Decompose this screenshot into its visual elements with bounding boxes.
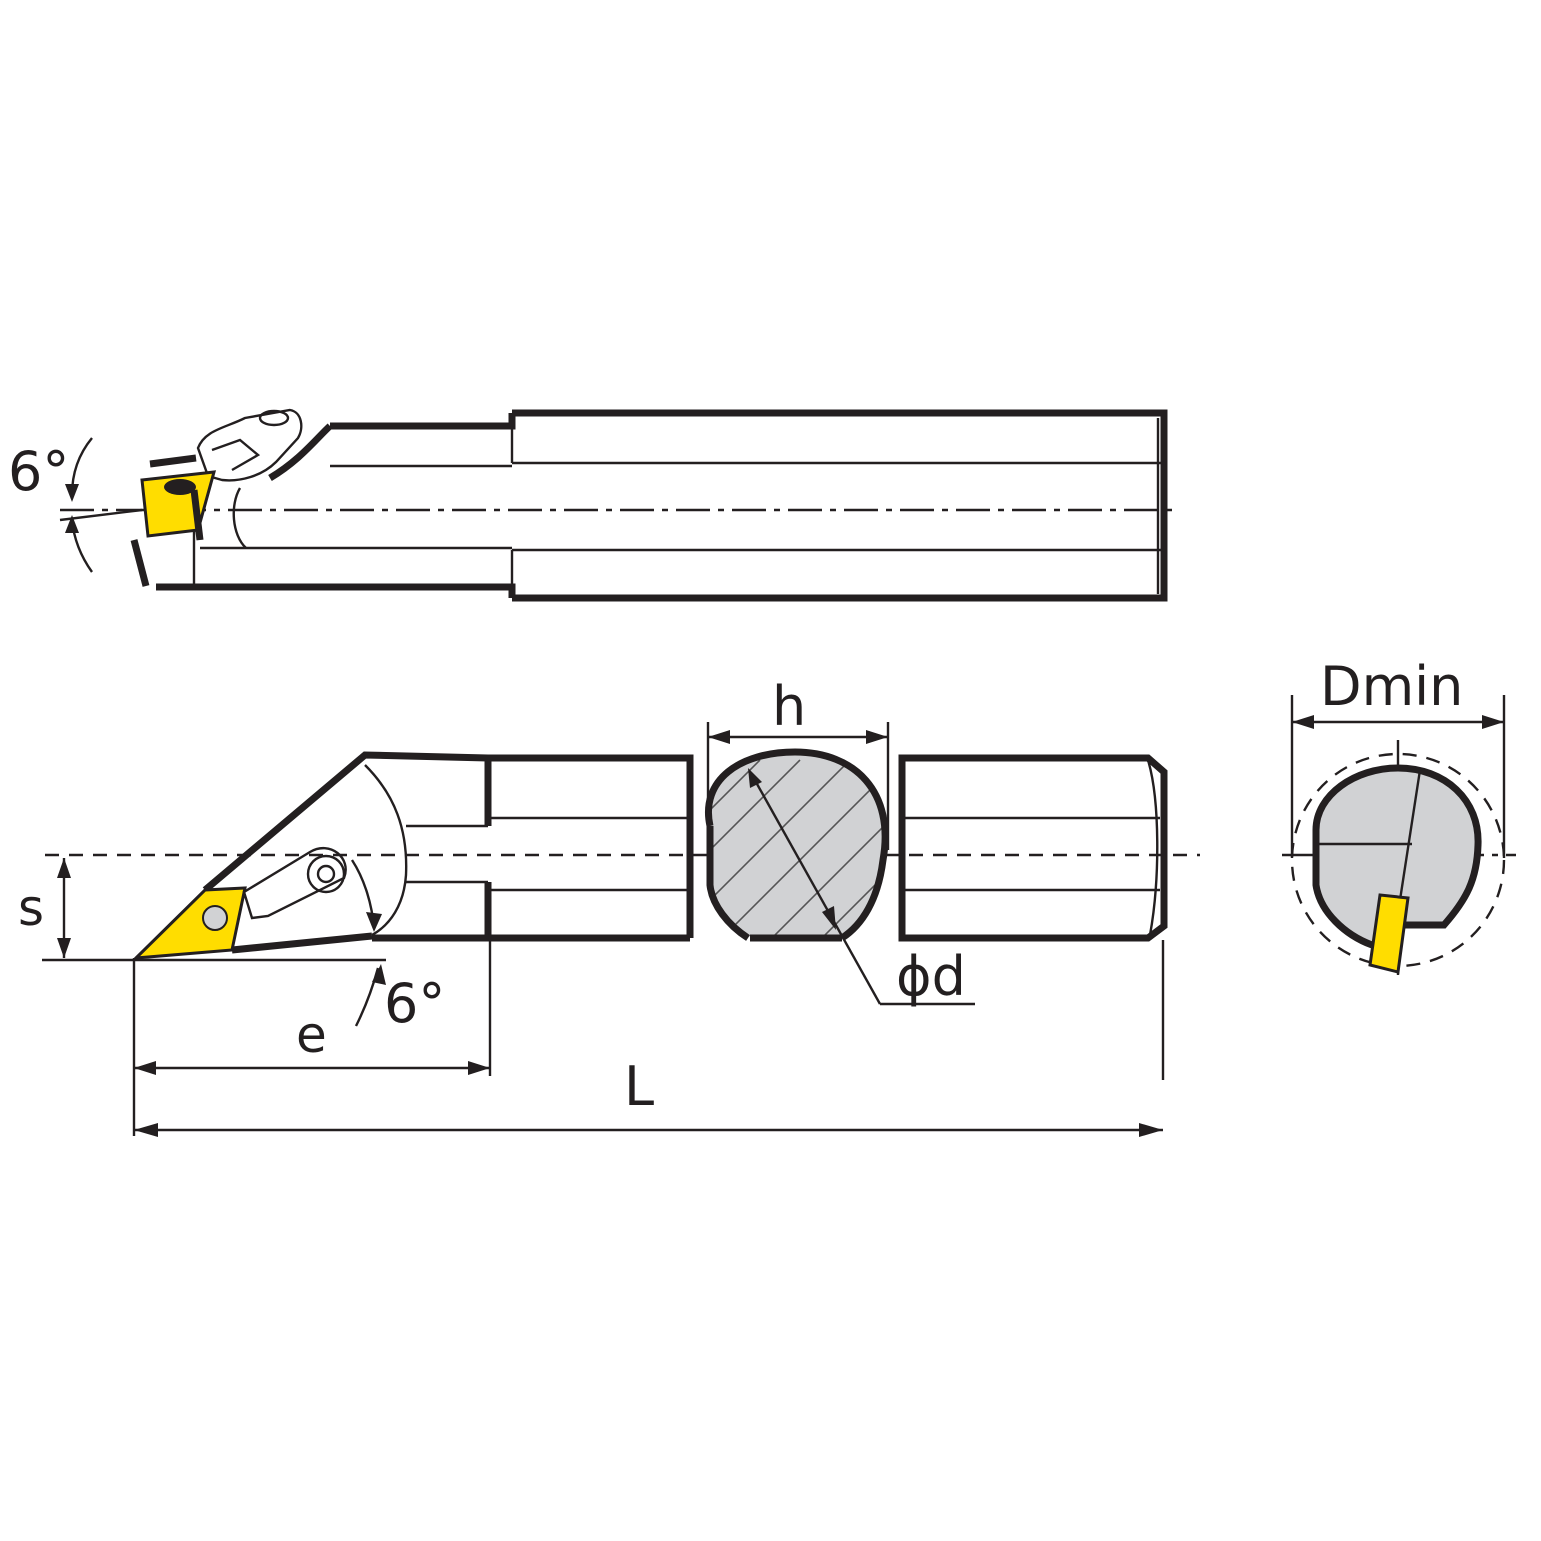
e-label: e	[296, 1006, 327, 1064]
phid-arrow-top	[748, 768, 762, 788]
h-label: h	[772, 675, 806, 738]
dmin-arrow-left	[1292, 715, 1314, 729]
section-outline	[705, 748, 889, 941]
top-insert-edge-right	[190, 489, 204, 541]
L-arrow-left	[134, 1123, 158, 1137]
side-insert-hole	[202, 905, 228, 931]
top-head-curve	[268, 423, 333, 482]
s-arrow-top	[57, 858, 71, 878]
e-arrow-right	[468, 1061, 490, 1075]
top-neck	[330, 413, 516, 430]
top-angle-arrow-lower	[65, 515, 79, 533]
dmin-label: Dmin	[1320, 655, 1463, 718]
top-clamp	[196, 408, 303, 482]
side-bar-front	[488, 754, 694, 938]
phid-arrow-bottom	[822, 906, 836, 930]
s-label: s	[18, 879, 44, 937]
side-head-top	[202, 751, 489, 893]
side-view: s 6° e L	[18, 675, 1200, 1137]
section-fill	[708, 752, 886, 938]
phid-dim-line	[750, 774, 882, 1005]
side-angle-arrow-lower	[372, 964, 386, 985]
dmin-arrow-right	[1482, 715, 1504, 729]
side-clamp-screw-inner	[316, 864, 336, 884]
h-arrow-left	[708, 730, 730, 744]
phid-label: ϕd	[896, 945, 966, 1008]
end-bar-flat	[1312, 830, 1374, 949]
side-clamp-screw	[306, 854, 346, 894]
side-angle-label: 6°	[384, 972, 445, 1035]
top-view: 6°	[8, 408, 1180, 602]
top-insert-hole	[164, 479, 196, 495]
top-neck-curve	[232, 487, 247, 549]
end-insert-axis	[1398, 769, 1422, 901]
side-insert-lower-edge	[231, 932, 373, 954]
side-insert	[131, 886, 247, 960]
s-arrow-bottom	[57, 938, 71, 958]
side-angle-arrow-upper	[366, 912, 382, 932]
top-insert-edge-left	[130, 539, 150, 587]
top-clamp-arm	[211, 438, 261, 472]
side-clamp	[242, 846, 347, 920]
side-bar-rear	[898, 754, 1168, 942]
end-bar-fill	[1316, 768, 1479, 945]
end-insert	[1368, 893, 1410, 974]
top-shank	[512, 409, 1168, 602]
e-arrow-left	[134, 1061, 156, 1075]
end-dmin-circle	[1290, 752, 1506, 968]
section-flat-left	[706, 826, 750, 941]
top-clamp-screw	[258, 409, 290, 427]
end-bar-outline	[1312, 764, 1482, 929]
top-angle-label: 6°	[8, 440, 69, 503]
L-arrow-right	[1139, 1123, 1163, 1137]
cross-section: ϕd h	[705, 675, 975, 1008]
end-view: Dmin	[1282, 655, 1516, 975]
top-insert-edge-upper	[149, 454, 197, 468]
top-angle-arrow-upper	[65, 484, 79, 502]
side-head-back-curve	[364, 764, 408, 937]
side-bar-rear-chamfer	[1146, 759, 1159, 936]
h-arrow-right	[866, 730, 888, 744]
top-angle-ref-line	[59, 508, 143, 522]
L-label: L	[624, 1055, 654, 1118]
top-neck-bottom	[156, 583, 516, 598]
